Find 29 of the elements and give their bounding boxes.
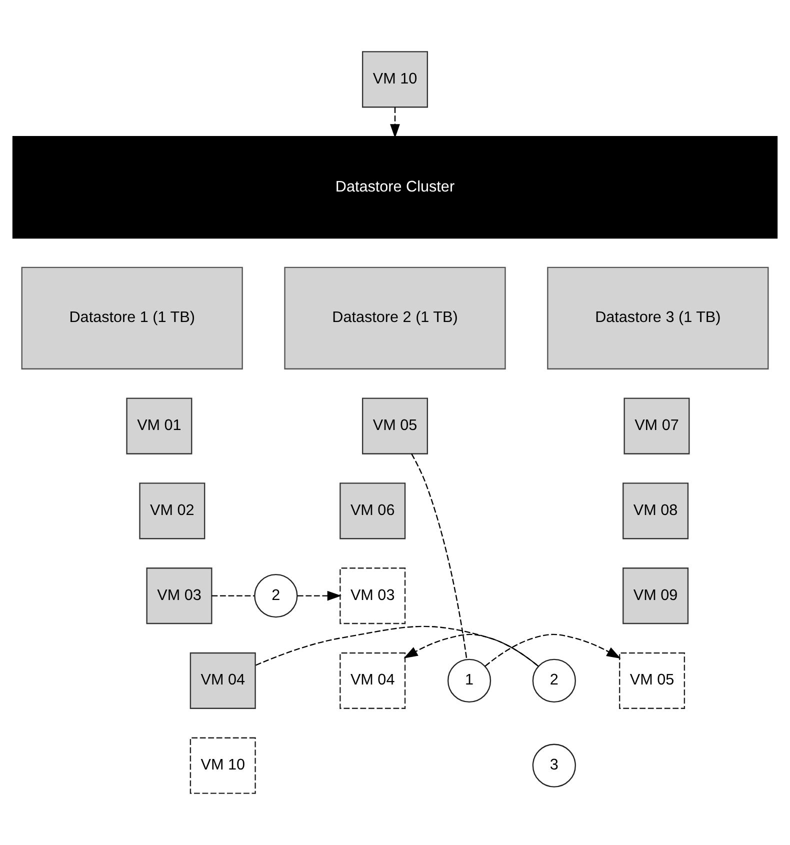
node-box: VM 04 bbox=[190, 652, 256, 709]
arrow bbox=[297, 590, 342, 601]
connector bbox=[411, 454, 468, 660]
connector bbox=[256, 626, 539, 667]
node-box: Datastore 3 (1 TB) bbox=[547, 266, 769, 370]
node-circle: 2 bbox=[254, 574, 298, 618]
node-box: Datastore 1 (1 TB) bbox=[21, 266, 243, 370]
node-circle: 2 bbox=[532, 658, 576, 702]
node-box: VM 04 bbox=[340, 652, 406, 709]
node-box: VM 09 bbox=[622, 568, 689, 624]
arrow bbox=[390, 107, 400, 138]
node-box: VM 01 bbox=[126, 398, 192, 454]
node-box: VM 05 bbox=[362, 398, 428, 454]
node-box: Datastore 2 (1 TB) bbox=[284, 266, 506, 370]
node-box: VM 03 bbox=[146, 568, 212, 624]
node-box: VM 07 bbox=[624, 398, 690, 454]
node-circle: 1 bbox=[447, 658, 492, 702]
node-box: VM 10 bbox=[362, 51, 428, 108]
node-box: VM 03 bbox=[340, 568, 406, 624]
connector bbox=[212, 595, 254, 596]
node-circle: 3 bbox=[532, 744, 576, 788]
arrow bbox=[484, 634, 621, 667]
node-box: VM 08 bbox=[622, 482, 689, 540]
node-box: VM 06 bbox=[340, 482, 406, 540]
arrow bbox=[404, 634, 539, 667]
node-box: VM 02 bbox=[139, 482, 206, 540]
node-box: VM 05 bbox=[619, 652, 686, 709]
node-box: VM 10 bbox=[190, 737, 256, 794]
node-box: Datastore Cluster bbox=[12, 136, 778, 239]
